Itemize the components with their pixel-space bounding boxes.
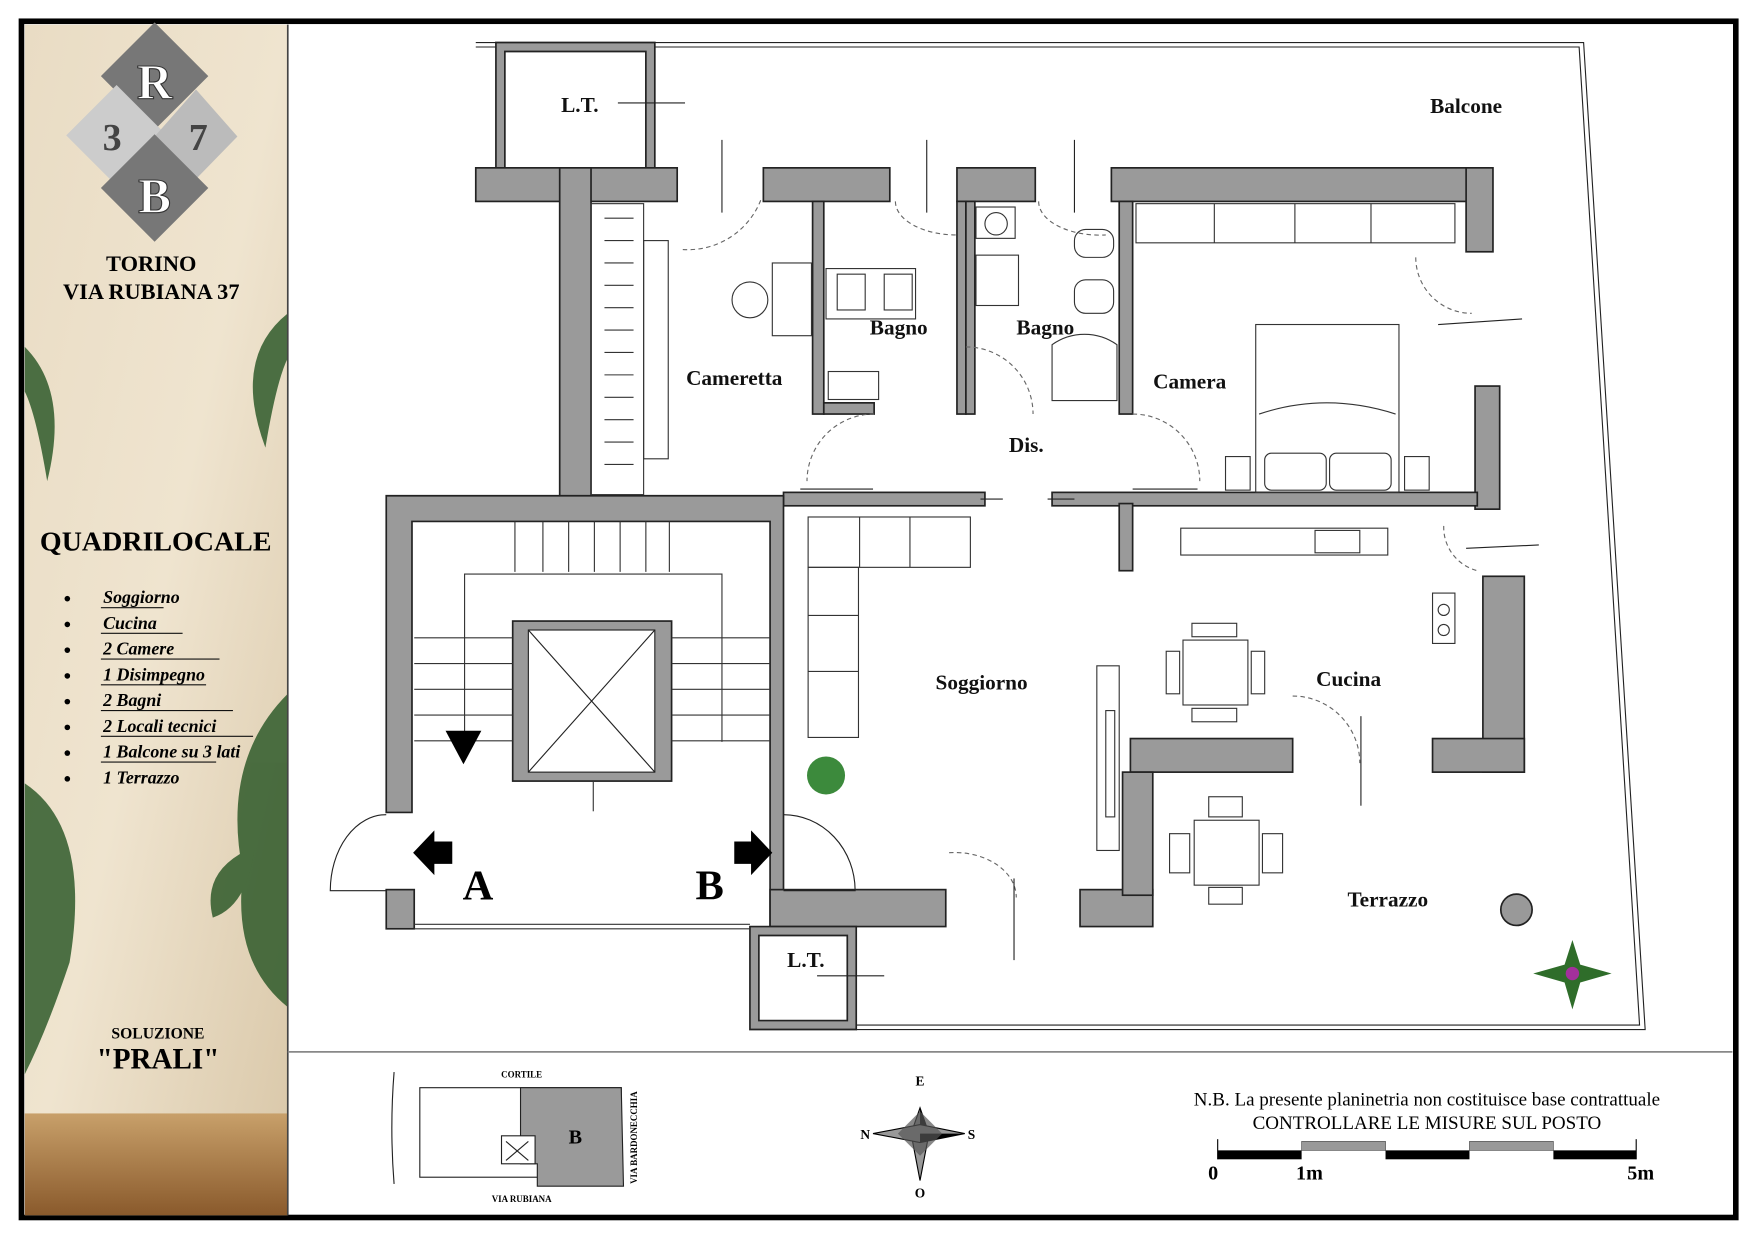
svg-text:B: B xyxy=(138,169,171,224)
left-panel: R 3 7 B TORINO VIA RUBIANA 37 QUADRILOCA… xyxy=(24,22,288,1216)
site-map: B CORTILE VIA RUBIANA VIA BARDONECCHIA xyxy=(391,1070,639,1204)
city: TORINO xyxy=(106,251,196,276)
listing-type: QUADRILOCALE xyxy=(40,527,272,558)
scale-label-1m: 1m xyxy=(1296,1162,1323,1184)
svg-text:R: R xyxy=(137,54,173,109)
room-label-lt-bottom: L.T. xyxy=(787,948,824,972)
site-map-top-label: CORTILE xyxy=(501,1070,542,1080)
floor-plan: L.T. Balcone Cameretta Bagno Bagno Camer… xyxy=(329,41,1646,1031)
room-label-terrazzo: Terrazzo xyxy=(1347,887,1428,911)
room-label-cameretta: Cameretta xyxy=(686,366,783,390)
feature-item: 2 Locali tecnici xyxy=(102,716,216,736)
feature-item: Soggiorno xyxy=(103,587,180,607)
compass-s: S xyxy=(968,1127,975,1142)
scale-bar: 0 1m 5m xyxy=(1208,1139,1654,1184)
entrance-b-label: B xyxy=(695,863,723,910)
site-map-unit: B xyxy=(569,1127,582,1149)
disclaimer-line-1: N.B. La presente planinetria non costitu… xyxy=(1194,1090,1660,1111)
compass-o: O xyxy=(915,1185,925,1200)
site-map-right-label: VIA BARDONECCHIA xyxy=(629,1091,639,1184)
compass-n: N xyxy=(860,1127,870,1142)
feature-item: 1 Terrazzo xyxy=(103,767,179,787)
solution-label: SOLUZIONE xyxy=(111,1025,204,1042)
compass-e: E xyxy=(916,1073,925,1088)
stair-arrow-icon xyxy=(445,730,482,765)
room-label-balcone: Balcone xyxy=(1430,94,1502,118)
flower-icon xyxy=(1533,939,1612,1010)
room-label-bagno-2: Bagno xyxy=(1016,316,1074,340)
compass-rose-icon: E N S O xyxy=(860,1073,975,1200)
room-label-camera: Camera xyxy=(1153,369,1227,393)
planter-icon xyxy=(1499,893,1533,927)
feature-item: 1 Disimpegno xyxy=(103,664,205,684)
plant-icon xyxy=(807,756,846,795)
feature-item: 2 Camere xyxy=(102,639,174,659)
disclaimer-line-2: CONTROLLARE LE MISURE SUL POSTO xyxy=(1253,1113,1602,1134)
furniture xyxy=(590,203,1456,905)
address: VIA RUBIANA 37 xyxy=(63,279,240,304)
room-label-dis: Dis. xyxy=(1009,433,1044,457)
plant-decoration xyxy=(24,313,288,1075)
feature-item: Cucina xyxy=(103,613,157,633)
room-label-bagno-1: Bagno xyxy=(870,316,928,340)
svg-text:7: 7 xyxy=(189,117,208,159)
feature-list: Soggiorno Cucina 2 Camere 1 Disimpegno 2… xyxy=(64,587,254,787)
room-label-cucina: Cucina xyxy=(1316,667,1381,691)
feature-item: 2 Bagni xyxy=(102,690,161,710)
room-label-soggiorno: Soggiorno xyxy=(936,670,1028,694)
sheet-frame xyxy=(18,18,1739,1221)
room-label-lt-top: L.T. xyxy=(561,93,598,117)
svg-text:3: 3 xyxy=(103,117,122,159)
site-map-bottom-label: VIA RUBIANA xyxy=(492,1194,552,1204)
solution-name: "PRALI" xyxy=(97,1044,220,1076)
scale-label-5m: 5m xyxy=(1627,1162,1654,1184)
feature-item: 1 Balcone su 3 lati xyxy=(103,742,240,762)
entrance-a-label: A xyxy=(463,863,494,910)
scale-label-0: 0 xyxy=(1208,1162,1218,1184)
